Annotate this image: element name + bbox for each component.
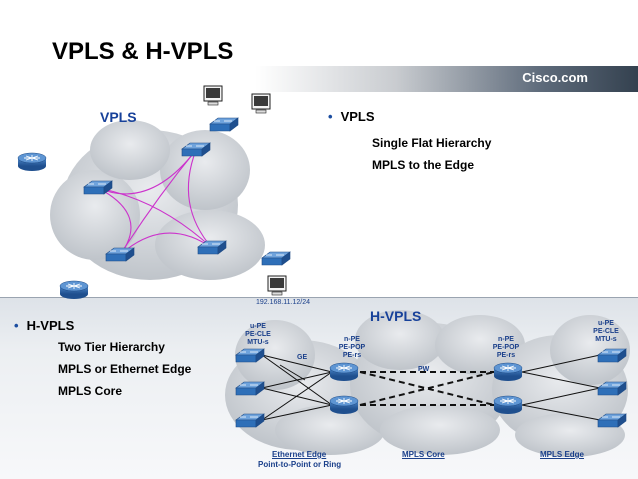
slide-title: VPLS & H-VPLS <box>52 38 234 65</box>
npe-right-router-2 <box>493 395 523 415</box>
upe-right-label-line-1: u-PE <box>598 320 614 327</box>
vpls-pc-3 <box>267 275 287 296</box>
vpls-bullet-heading: VPLS <box>340 109 375 124</box>
vpls-switch-outer-north <box>209 117 239 132</box>
vpls-subpoint-2: MPLS to the Edge <box>372 158 474 172</box>
npe-right-label: n-PE PE-POP PE-rs <box>488 336 524 360</box>
vpls-pc-1 <box>203 85 223 106</box>
hvpls-diagram-label: H-VPLS <box>370 308 422 324</box>
npe-right-label-line-3: PE-rs <box>496 352 516 359</box>
vpls-full-mesh <box>97 149 213 256</box>
hvpls-bullet: •H-VPLS <box>14 318 75 333</box>
hvpls-mpls-core-cloud <box>350 310 525 455</box>
vpls-router-south <box>59 280 89 300</box>
ip-address-label: 192.168.11.12/24 <box>256 299 310 306</box>
ethernet-edge-sublabel: Point-to-Point or Ring <box>258 460 342 469</box>
upe-left-label-line-2: PE-CLE <box>245 331 271 338</box>
ethernet-edge-label: Ethernet Edge <box>272 450 327 459</box>
pw-link-label: PW <box>418 366 430 373</box>
brand-label: Cisco.com <box>522 70 588 85</box>
mpls-core-label: MPLS Core <box>402 450 445 459</box>
hvpls-subpoint-3: MPLS Core <box>58 384 123 398</box>
npe-left-router-2 <box>329 395 359 415</box>
mpls-edge-label: MPLS Edge <box>540 450 585 459</box>
ethernet-edge-links <box>261 354 333 421</box>
vpls-diagram-label: VPLS <box>100 109 137 125</box>
npe-right-label-line-1: n-PE <box>498 336 514 343</box>
hvpls-subpoint-1: Two Tier Hierarchy <box>58 340 165 354</box>
mpls-edge-links <box>521 354 601 421</box>
npe-left-label-line-3: PE-rs <box>342 352 362 359</box>
vpls-subpoint-1: Single Flat Hierarchy <box>372 136 492 150</box>
npe-left-label-line-2: PE-POP <box>338 344 366 351</box>
npe-left-label-line-1: n-PE <box>344 336 360 343</box>
section-divider <box>0 297 638 298</box>
vpls-switch-outer-east <box>261 251 291 266</box>
upe-left-label: u-PE PE-CLE MTU-s <box>240 323 276 347</box>
upe-right-label-line-3: MTU-s <box>595 336 617 343</box>
hvpls-bullet-heading: H-VPLS <box>26 318 75 333</box>
ge-link-label: GE <box>297 354 308 361</box>
brand-bar: Cisco.com <box>0 66 638 92</box>
vpls-bullet: •VPLS <box>328 109 375 124</box>
vpls-pc-2 <box>251 93 271 114</box>
upe-left-label-line-3: MTU-s <box>247 339 269 346</box>
npe-left-label: n-PE PE-POP PE-rs <box>334 336 370 360</box>
upe-left-label-line-1: u-PE <box>250 323 266 330</box>
npe-left-router-1 <box>329 362 359 382</box>
upe-right-label: u-PE PE-CLE MTU-s <box>588 320 624 344</box>
hvpls-mpls-edge-cloud <box>492 315 630 457</box>
vpls-router-west <box>17 152 47 172</box>
npe-right-router-1 <box>493 362 523 382</box>
npe-right-label-line-2: PE-POP <box>492 344 520 351</box>
hvpls-subpoint-2: MPLS or Ethernet Edge <box>58 362 192 376</box>
pseudowire-links <box>359 371 495 406</box>
upe-right-label-line-2: PE-CLE <box>593 328 619 335</box>
